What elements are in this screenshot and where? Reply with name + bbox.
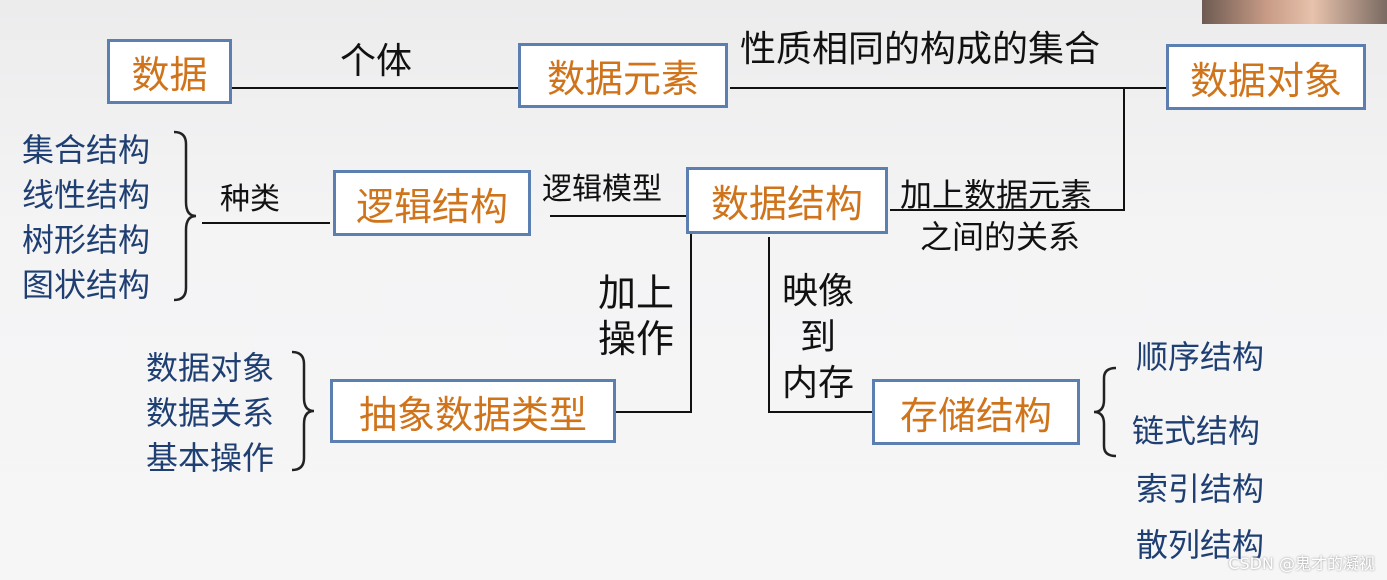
node-logical-structure: 逻辑结构 (333, 170, 531, 236)
line-element-to-object (730, 87, 1166, 89)
node-storage-structure: 存储结构 (872, 379, 1080, 445)
node-adt: 抽象数据类型 (330, 379, 616, 443)
logical-kind-item: 树形结构 (22, 218, 150, 263)
label-logical-model: 逻辑模型 (542, 164, 662, 208)
presenter-webcam (1202, 0, 1387, 24)
brace-adt-parts (290, 350, 316, 472)
label-individual: 个体 (340, 32, 412, 84)
line-to-storage (768, 411, 876, 413)
brace-storage-kinds (1092, 366, 1118, 458)
line-kinds-to-logical (202, 222, 330, 224)
label-kinds: 种类 (220, 174, 280, 218)
label-add-relations-1: 加上数据元素 (900, 170, 1092, 216)
label-map-1: 映像 (782, 262, 854, 314)
label-map-3: 内存 (782, 354, 854, 406)
line-structure-down-left (690, 233, 692, 413)
label-add-ops-2: 操作 (598, 308, 674, 363)
brace-logical-kinds (172, 130, 198, 302)
line-object-down (1123, 89, 1125, 211)
storage-kind-linked: 链式结构 (1132, 406, 1260, 452)
line-structure-down-right (768, 237, 770, 413)
node-data-element: 数据元素 (518, 43, 728, 108)
adt-part-item: 基本操作 (146, 436, 274, 481)
node-data-object: 数据对象 (1166, 44, 1366, 110)
watermark: CSDN @鬼才的凝视 (1228, 550, 1375, 574)
label-add-relations-2: 之间的关系 (920, 212, 1080, 258)
adt-part-item: 数据关系 (146, 391, 274, 436)
logical-kind-item: 集合结构 (22, 128, 150, 173)
label-same-nature: 性质相同的构成的集合 (740, 20, 1100, 72)
storage-kind-indexed: 索引结构 (1136, 464, 1264, 510)
logical-kind-item: 线性结构 (22, 173, 150, 218)
line-data-to-element (232, 87, 518, 89)
adt-parts-list: 数据对象 数据关系 基本操作 (146, 346, 274, 481)
line-logical-to-structure (550, 215, 686, 217)
label-map-2: 到 (800, 308, 836, 360)
adt-part-item: 数据对象 (146, 346, 274, 391)
logical-kinds-list: 集合结构 线性结构 树形结构 图状结构 (22, 128, 150, 308)
storage-kind-sequential: 顺序结构 (1136, 332, 1264, 378)
node-data: 数据 (107, 39, 232, 104)
line-adt-to-structure (612, 411, 692, 413)
node-data-structure: 数据结构 (686, 167, 888, 234)
logical-kind-item: 图状结构 (22, 263, 150, 308)
